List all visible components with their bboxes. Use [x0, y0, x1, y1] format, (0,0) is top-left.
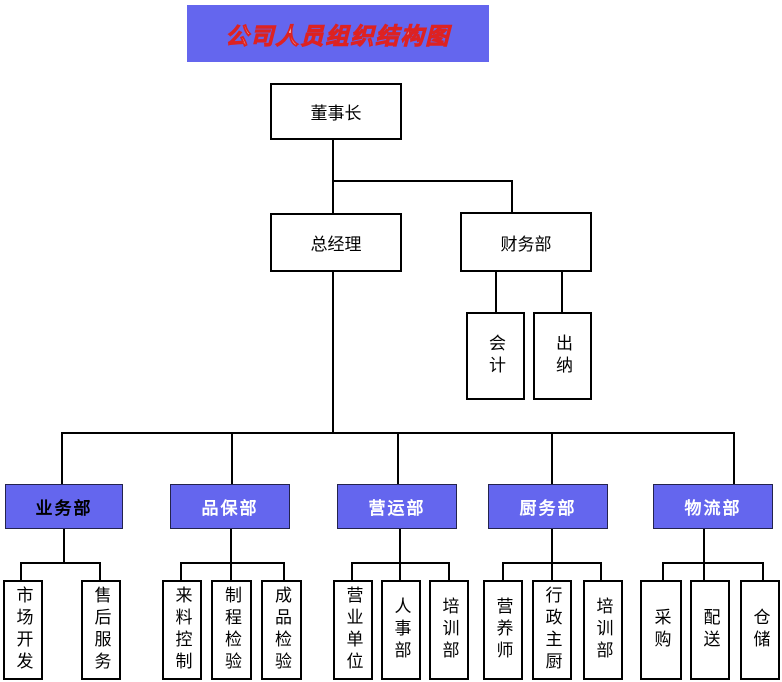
leaf-label: 成品检验: [272, 586, 291, 674]
leaf-label: 行政主厨: [542, 586, 562, 674]
connector-leaf-drop: [502, 562, 504, 581]
node-finance-dept-label: 财务部: [500, 234, 552, 254]
connector-gm-stem: [332, 272, 334, 433]
chart-title: 公司人员组织结构图: [225, 22, 451, 49]
node-cashier-label: 出纳: [553, 334, 572, 378]
leaf-label: 配送: [700, 608, 720, 652]
connector-dept2-drop: [231, 432, 233, 486]
node-accountant: 会计: [466, 312, 525, 400]
leaf-label: 培训部: [439, 597, 459, 663]
connector-leaf-drop: [351, 562, 353, 581]
leaf-label: 仓储: [750, 608, 770, 652]
leaf-hr-dept: 人事部: [381, 580, 421, 680]
leaf-label: 市场开发: [13, 586, 33, 674]
connector-dept3-stem: [399, 529, 401, 563]
leaf-distribution: 配送: [690, 580, 730, 680]
connector-leaf-drop: [662, 562, 664, 581]
node-general-manager-label: 总经理: [310, 235, 362, 254]
connector-chairman-stem: [332, 140, 334, 214]
leaf-label: 营业单位: [343, 586, 363, 674]
connector-leaf-drop: [600, 562, 602, 581]
node-cashier: 出纳: [533, 312, 592, 400]
leaf-label: 制程检验: [222, 586, 241, 674]
leaf-label: 人事部: [391, 597, 411, 663]
leaf-label: 售后服务: [91, 586, 111, 674]
dept-quality-label: 品保部: [201, 499, 259, 518]
leaf-label: 采购: [651, 608, 671, 652]
leaf-label: 营养师: [493, 597, 513, 663]
leaf-training-dept-ops: 培训部: [429, 580, 469, 680]
connector-leaf-drop: [20, 562, 22, 581]
connector-leaf-drop: [180, 562, 182, 581]
node-finance-dept: 财务部: [460, 212, 592, 272]
dept-kitchen-label: 厨务部: [519, 499, 577, 518]
dept-logistics-label: 物流部: [684, 499, 742, 518]
connector-leaf-drop: [283, 562, 285, 581]
leaf-training-dept-kitchen: 培训部: [583, 580, 623, 680]
connector-dept4-stem: [551, 529, 553, 563]
node-chairman: 董事长: [270, 83, 402, 140]
connector-leaf-drop: [399, 562, 401, 581]
connector-group1-rail: [20, 562, 101, 564]
connector-group2-rail: [180, 562, 285, 564]
leaf-warehousing: 仓储: [740, 580, 780, 680]
connector-dept2-stem: [230, 529, 232, 563]
connector-group5-rail: [662, 562, 764, 564]
connector-accountant-drop: [495, 272, 497, 313]
dept-business-label: 业务部: [35, 499, 93, 518]
leaf-nutritionist: 营养师: [483, 580, 523, 680]
dept-logistics: 物流部: [653, 484, 773, 529]
leaf-market-development: 市场开发: [3, 580, 43, 680]
leaf-procurement: 采购: [640, 580, 682, 680]
leaf-executive-chef: 行政主厨: [532, 580, 572, 680]
connector-leaf-drop: [762, 562, 764, 581]
connector-leaf-drop: [230, 562, 232, 581]
dept-business: 业务部: [5, 484, 123, 529]
leaf-process-inspection: 制程检验: [211, 580, 252, 680]
connector-cashier-drop: [561, 272, 563, 313]
dept-quality: 品保部: [170, 484, 290, 529]
connector-leaf-drop: [703, 562, 705, 581]
node-accountant-label: 会计: [486, 334, 505, 378]
dept-operations-label: 营运部: [368, 499, 426, 518]
connector-dept3-drop: [397, 432, 399, 486]
connector-finance-drop: [511, 180, 513, 213]
dept-operations: 营运部: [337, 484, 457, 529]
leaf-finished-inspection: 成品检验: [261, 580, 302, 680]
connector-dept1-stem: [63, 529, 65, 563]
connector-dept5-stem: [703, 529, 705, 563]
leaf-label: 培训部: [593, 597, 613, 663]
node-general-manager: 总经理: [270, 213, 402, 272]
connector-leaf-drop: [551, 562, 553, 581]
connector-leaf-drop: [448, 562, 450, 581]
leaf-aftersales-service: 售后服务: [81, 580, 121, 680]
connector-leaf-drop: [99, 562, 101, 581]
dept-kitchen: 厨务部: [488, 484, 608, 529]
leaf-business-unit: 营业单位: [333, 580, 373, 680]
connector-dept5-drop: [733, 432, 735, 486]
leaf-incoming-control: 来料控制: [162, 580, 202, 680]
connector-top-branch: [332, 180, 513, 182]
node-chairman-label: 董事长: [310, 104, 362, 123]
connector-dept1-drop: [61, 432, 63, 486]
leaf-label: 来料控制: [172, 586, 192, 674]
connector-dept4-drop: [551, 432, 553, 486]
chart-title-banner: 公司人员组织结构图: [187, 5, 489, 62]
